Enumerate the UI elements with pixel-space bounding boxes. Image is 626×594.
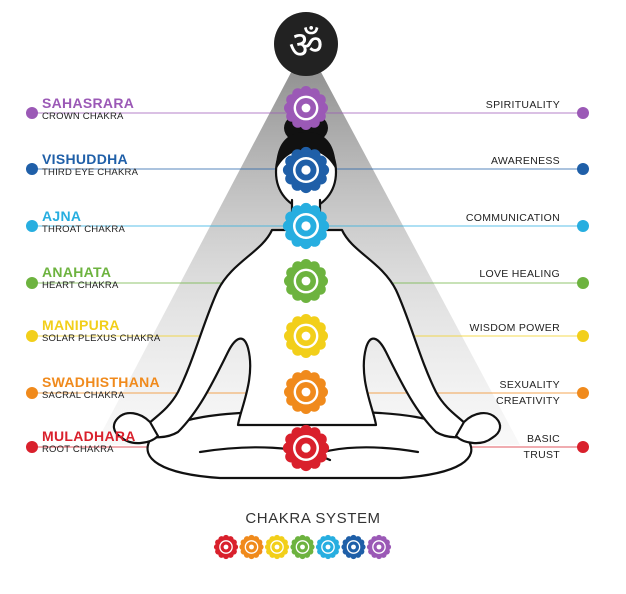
marker-dot-right — [577, 107, 589, 119]
chakra-name: MANIPURA — [42, 317, 120, 333]
chakra-subtitle: SACRAL CHAKRA — [42, 390, 125, 401]
quality-text: BASIC — [526, 433, 560, 445]
chakra-label-6: MULADHARA ROOT CHAKRA — [42, 428, 136, 455]
chakra-subtitle: HEART CHAKRA — [42, 280, 119, 291]
diagram-caption: CHAKRA SYSTEM — [245, 510, 381, 527]
marker-dot-left — [26, 330, 38, 342]
medallion-core — [301, 276, 311, 286]
quality-text: AWARENESS — [490, 155, 560, 167]
chakra-subtitle: CROWN CHAKRA — [42, 111, 124, 122]
marker-dot-right — [577, 441, 589, 453]
chakra-markers — [26, 107, 589, 453]
marker-dot-right — [577, 163, 589, 175]
om-icon: ॐ — [289, 23, 324, 67]
medallion-core — [301, 443, 311, 453]
body-chakra-5-icon — [284, 370, 328, 414]
quality-text: TRUST — [523, 449, 560, 461]
legend-chakra-0-icon — [366, 534, 392, 560]
quality-text: COMMUNICATION — [465, 212, 560, 224]
medallion-core — [301, 331, 311, 341]
chakra-label-0: SAHASRARA CROWN CHAKRA — [42, 95, 134, 122]
chakra-subtitle: THROAT CHAKRA — [42, 224, 126, 235]
chakra-label-5: SWADHISTHANA SACRAL CHAKRA — [42, 374, 160, 401]
quality-text: SEXUALITY — [499, 379, 560, 391]
chakra-label-2: AJNA THROAT CHAKRA — [42, 208, 125, 235]
medallion-core — [274, 544, 280, 550]
body-chakra-4-icon — [284, 314, 328, 358]
marker-dot-left — [26, 387, 38, 399]
medallion-core — [301, 103, 311, 113]
marker-dot-left — [26, 220, 38, 232]
hair — [276, 132, 336, 170]
chakra-subtitle: THIRD EYE CHAKRA — [42, 167, 139, 178]
marker-dot-right — [577, 277, 589, 289]
legend-chakra-5-icon — [239, 534, 264, 560]
chakra-quality-3: LOVE HEALING — [479, 266, 560, 282]
body-chakra-1-icon — [282, 146, 330, 194]
body-chakras — [282, 86, 330, 472]
chakra-subtitle: ROOT CHAKRA — [42, 444, 114, 455]
chakra-label-4: MANIPURA SOLAR PLEXUS CHAKRA — [42, 317, 160, 344]
medallion-core — [300, 544, 305, 550]
marker-dot-right — [577, 330, 589, 342]
legend-chakra-6-icon — [213, 534, 239, 560]
medallion-core — [325, 544, 331, 550]
marker-dot-left — [26, 163, 38, 175]
medallion-core — [351, 544, 356, 550]
chakra-label-3: ANAHATA HEART CHAKRA — [42, 264, 118, 291]
medallion-core — [249, 544, 254, 550]
chakra-quality-2: COMMUNICATION — [466, 210, 560, 226]
body-chakra-0-icon — [284, 86, 328, 130]
legend-chakra-3-icon — [290, 534, 315, 560]
legend-chakra-1-icon — [341, 534, 366, 560]
marker-dot-left — [26, 107, 38, 119]
chakra-name: ANAHATA — [42, 264, 112, 280]
medallion-core — [301, 387, 311, 397]
legend-chakra-4-icon — [264, 534, 290, 560]
chakra-legend-row — [213, 534, 392, 560]
medallion-core — [376, 544, 382, 550]
marker-dot-right — [577, 220, 589, 232]
quality-text: LOVE HEALING — [479, 268, 560, 280]
medallion-core — [223, 544, 229, 550]
medallion-core — [301, 165, 311, 175]
chakra-quality-5: SEXUALITY CREATIVITY — [496, 377, 560, 409]
marker-dot-left — [26, 441, 38, 453]
legend-chakra-2-icon — [315, 534, 341, 560]
chakra-quality-4: WISDOM POWER — [469, 320, 560, 336]
chakra-quality-1: AWARENESS — [491, 153, 560, 169]
medallion-core — [301, 221, 311, 231]
marker-dot-left — [26, 277, 38, 289]
chakra-label-1: VISHUDDHA THIRD EYE CHAKRA — [42, 151, 138, 178]
marker-dot-right — [577, 387, 589, 399]
body-chakra-3-icon — [284, 259, 328, 303]
chakra-quality-6: BASIC TRUST — [524, 431, 561, 463]
body-chakra-6-icon — [282, 424, 330, 472]
quality-text: SPIRITUALITY — [485, 99, 560, 111]
body-chakra-2-icon — [282, 202, 330, 250]
chakra-name: SWADHISTHANA — [42, 374, 160, 390]
quality-text: WISDOM POWER — [469, 322, 560, 334]
chakra-quality-0: SPIRITUALITY — [486, 97, 560, 113]
quality-text: CREATIVITY — [495, 395, 560, 407]
chakra-name: VISHUDDHA — [42, 151, 128, 167]
chakra-name: MULADHARA — [42, 428, 136, 444]
chakra-name: SAHASRARA — [42, 95, 135, 111]
om-circle — [274, 12, 338, 76]
chakra-name: AJNA — [42, 208, 82, 224]
chakra-subtitle: SOLAR PLEXUS CHAKRA — [42, 333, 161, 344]
